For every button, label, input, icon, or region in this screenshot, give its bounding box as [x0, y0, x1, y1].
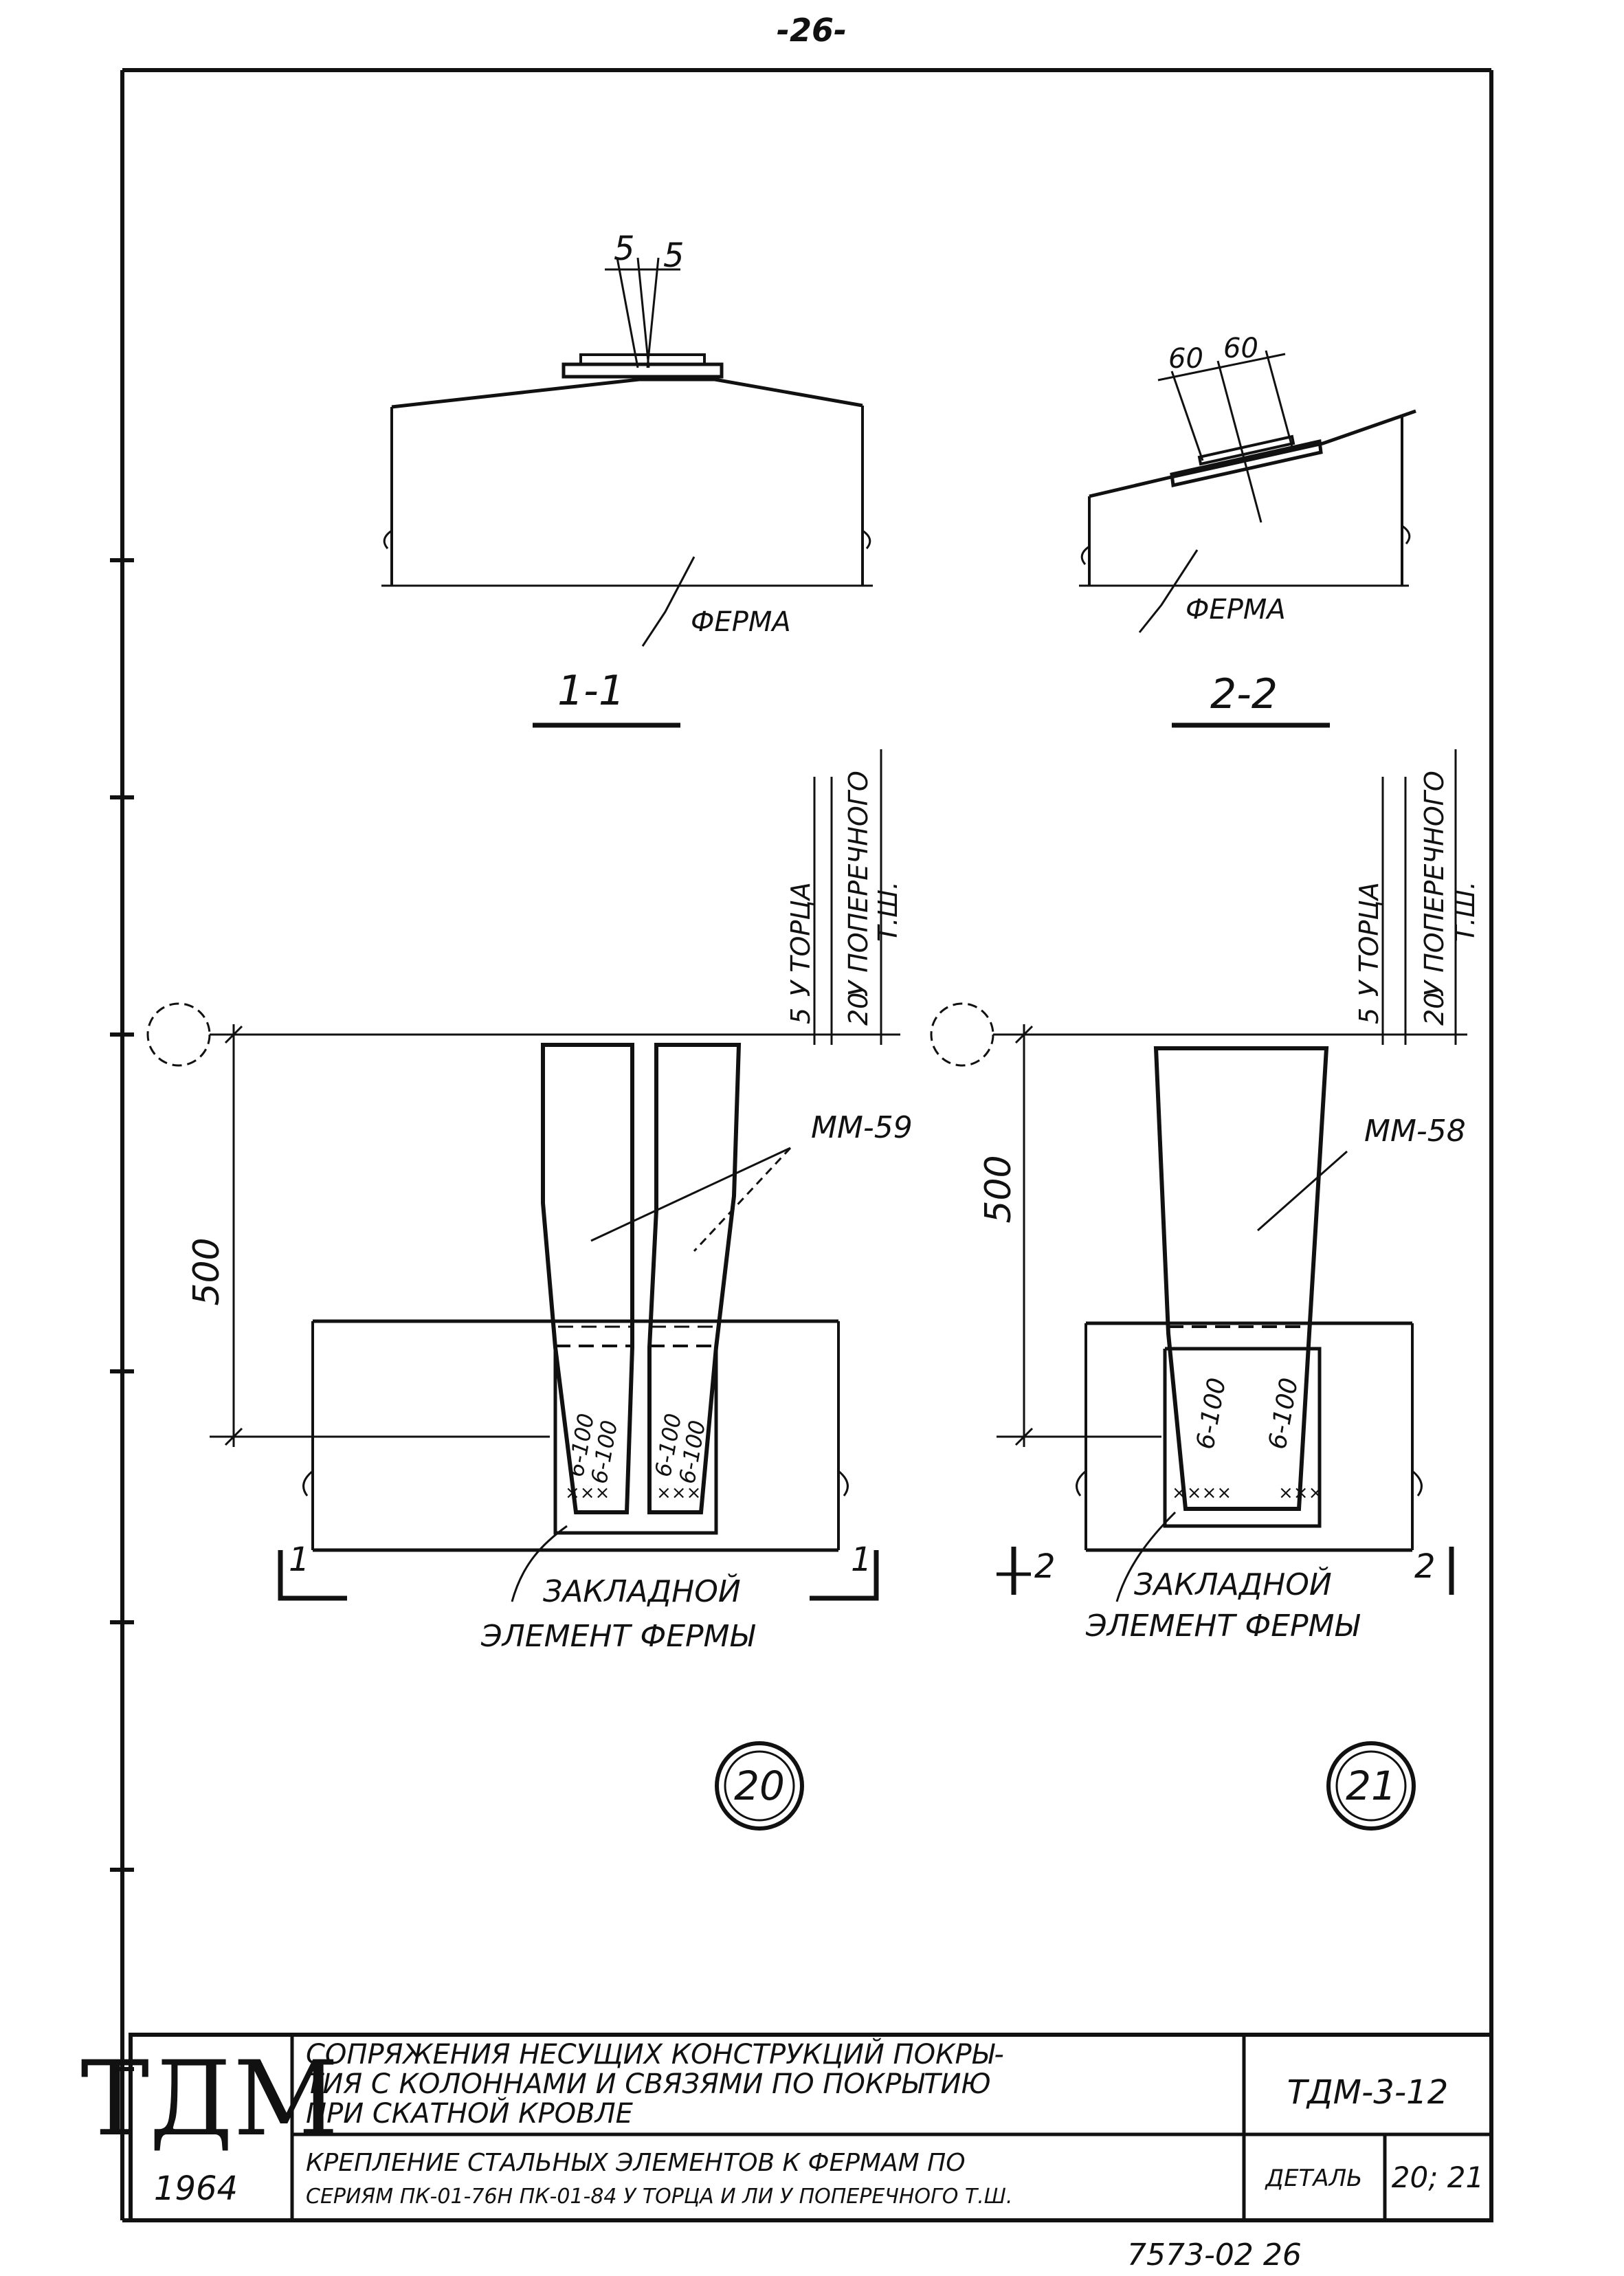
detail-21-weld-2: 6-100	[1263, 1375, 1304, 1451]
section-1-dim-left: 5	[614, 230, 635, 268]
title-block-year: 1964	[154, 2169, 238, 2208]
detail-20-weld-marks-right: ×××	[656, 1483, 701, 1503]
detail-21-weld-marks-left: ××××	[1172, 1483, 1232, 1503]
footer-stamp: 7573-02 26	[1127, 2238, 1302, 2273]
title-block-detail-numbers: 20; 21	[1392, 2161, 1484, 2194]
detail-21-cut-right: 2	[1414, 1547, 1436, 1586]
detail-21-cut-left: 2	[1034, 1547, 1056, 1586]
detail-20-dim-5: 5	[786, 1008, 816, 1024]
detail-20-plan: 500 5 20 У ТОРЦА У ПОПЕРЕЧНОГО Т.Ш. ××× …	[146, 749, 913, 1831]
detail-21-dim-500: 500	[978, 1155, 1019, 1223]
sheet-frame	[110, 68, 1493, 2222]
detail-20-number-circle	[715, 1741, 804, 1831]
detail-21-plan: 500 5 20 У ТОРЦА У ПОПЕРЕЧНОГО Т.Ш. ××××…	[930, 749, 1480, 1831]
detail-21-weld-1: 6-100	[1191, 1375, 1232, 1451]
title-line-1: СОПРЯЖЕНИЯ НЕСУЩИХ КОНСТРУКЦИЙ ПОКРЫ-	[306, 2037, 1004, 2070]
detail-21-embedded-label-2: ЭЛЕМЕНТ ФЕРМЫ	[1085, 1609, 1360, 1644]
title-block-doc-code: ТДМ-3-12	[1287, 2073, 1449, 2112]
detail-20-number: 20	[734, 1763, 785, 1809]
subtitle-line-1: КРЕПЛЕНИЕ СТАЛЬНЫХ ЭЛЕМЕНТОВ К ФЕРМАМ ПО	[306, 2149, 966, 2177]
detail-21-dim-20: 20	[1419, 993, 1449, 1026]
title-block: ТДМ 1964 СОПРЯЖЕНИЯ НЕСУЩИХ КОНСТРУКЦИЙ …	[80, 2033, 1493, 2222]
section-1-1-view: 5 5 ФЕРМА 1-1	[381, 230, 873, 728]
detail-20-label-cross: У ПОПЕРЕЧНОГО	[843, 771, 874, 997]
detail-20-dim-500: 500	[186, 1237, 227, 1305]
detail-21-plate-label: ММ-58	[1364, 1114, 1466, 1149]
detail-21-weld-marks-right: ×××	[1278, 1483, 1323, 1503]
section-2-dim-right: 60	[1223, 333, 1258, 364]
detail-20-label-ts: Т.Ш.	[873, 881, 903, 942]
detail-20-cut-right: 1	[851, 1540, 872, 1579]
section-1-title: 1-1	[557, 667, 625, 715]
section-1-dim-right: 5	[663, 236, 685, 275]
detail-21-number: 21	[1346, 1763, 1397, 1809]
section-1-ferma-label: ФЕРМА	[691, 606, 791, 638]
subtitle-line-2: СЕРИЯМ ПК-01-76Н ПК-01-84 У ТОРЦА И ЛИ У…	[306, 2185, 1012, 2209]
title-line-3: ПРИ СКАТНОЙ КРОВЛЕ	[306, 2097, 634, 2130]
detail-20-weld-marks-left: ×××	[565, 1483, 610, 1503]
detail-21-embedded-label-1: ЗАКЛАДНОЙ	[1134, 1566, 1332, 1602]
detail-20-cut-left: 1	[289, 1540, 310, 1579]
section-2-ferma-label: ФЕРМА	[1186, 594, 1286, 626]
section-2-title: 2-2	[1210, 670, 1278, 718]
detail-21-number-circle	[1326, 1741, 1416, 1831]
detail-20-embedded-label-1: ЗАКЛАДНОЙ	[543, 1573, 741, 1609]
detail-20-plate-label: ММ-59	[811, 1110, 913, 1145]
section-2-dim-left: 60	[1168, 343, 1203, 375]
detail-20-axis-circle	[146, 1002, 211, 1067]
detail-20-dim-20: 20	[843, 993, 874, 1026]
page-number: -26-	[777, 12, 847, 49]
section-2-2-view: 60 60 ФЕРМА 2-2	[1079, 333, 1416, 728]
detail-20-label-end: У ТОРЦА	[786, 882, 816, 997]
title-block-detail-label: ДЕТАЛЬ	[1265, 2165, 1363, 2192]
detail-20-embedded-label-2: ЭЛЕМЕНТ ФЕРМЫ	[480, 1619, 755, 1654]
detail-21-label-ts: Т.Ш.	[1450, 881, 1480, 942]
title-block-logo: ТДМ	[80, 2040, 339, 2159]
detail-21-label-end: У ТОРЦА	[1354, 882, 1384, 997]
detail-21-axis-circle	[930, 1002, 994, 1067]
detail-21-label-cross: У ПОПЕРЕЧНОГО	[1419, 771, 1449, 997]
title-line-2: ТИЯ С КОЛОННАМИ И СВЯЗЯМИ ПО ПОКРЫТИЮ	[306, 2068, 991, 2100]
detail-21-dim-5: 5	[1354, 1008, 1384, 1024]
